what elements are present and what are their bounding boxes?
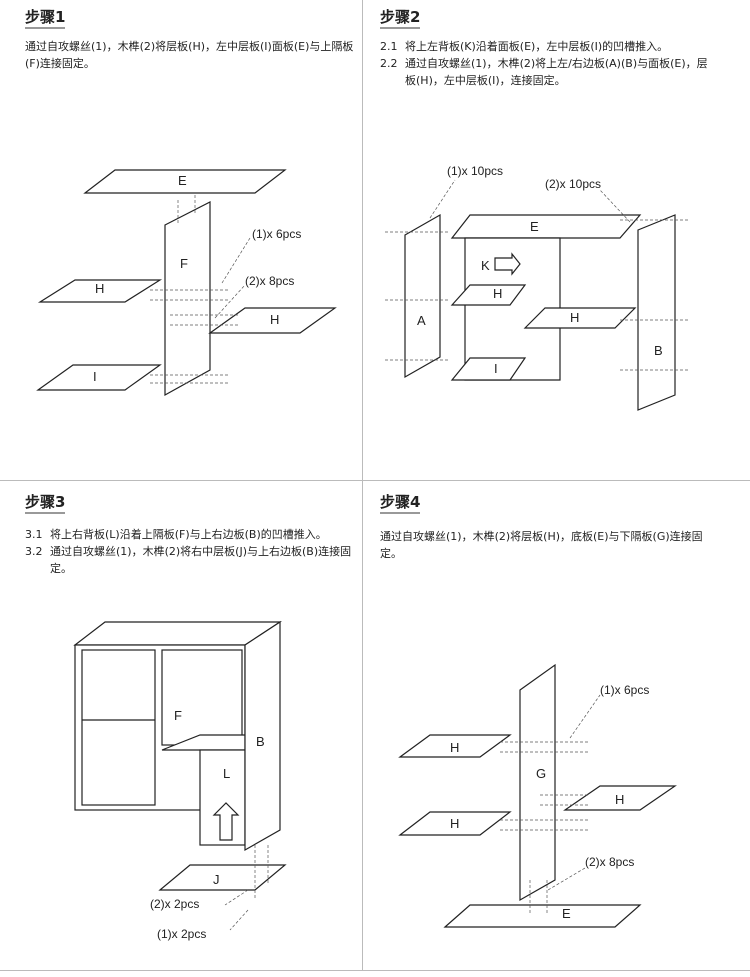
label-h: H [570, 310, 579, 325]
dowel-count: (2)x 2pcs [150, 897, 199, 911]
panel-f [164, 201, 211, 397]
label-b: B [256, 734, 265, 749]
label-f: F [180, 256, 188, 271]
label-h: H [493, 286, 502, 301]
step1-diagram: E F H H I (1)x 6pcs (2)x 8pcs [36, 169, 337, 397]
screw-count: (1)x 6pcs [600, 683, 649, 697]
step4-text: 通过自攻螺丝(1)，木榫(2)将层板(H)，底板(E)与下隔板(G)连接固定。 [380, 530, 703, 560]
label-h: H [95, 281, 104, 296]
label-g: G [536, 766, 546, 781]
dowel-count: (2)x 10pcs [545, 177, 601, 191]
arrow-icon [494, 252, 521, 276]
panel-h [450, 284, 527, 306]
label-i: I [494, 361, 498, 376]
label-h: H [450, 816, 459, 831]
panel-j [158, 864, 287, 891]
label-h: H [450, 740, 459, 755]
step3-diagram: F B L J (2)x 2pcs (1)x 2pcs [73, 620, 287, 941]
panel-a [404, 213, 441, 379]
label-h: H [615, 792, 624, 807]
dowel-count: (2)x 8pcs [585, 855, 634, 869]
panel-h [398, 734, 512, 758]
screw-count: (1)x 2pcs [157, 927, 206, 941]
label-e: E [530, 219, 539, 234]
label-j: J [213, 872, 220, 887]
panel-h [523, 307, 637, 329]
panel-i [36, 364, 162, 391]
step3-title: 步骤3 [25, 493, 66, 514]
step1-title: 步骤1 [25, 8, 66, 29]
step4-diagram: G H H H E (1)x 6pcs (2)x 8pcs [398, 663, 677, 928]
panel-k [464, 237, 561, 381]
label-i: I [93, 369, 97, 384]
panel-e [443, 904, 642, 928]
screw-count: (1)x 10pcs [447, 164, 503, 178]
left-compartment [81, 649, 156, 806]
label-e: E [178, 173, 187, 188]
panel-i [450, 357, 527, 381]
step2-diagram: E K H A H I B (1)x 10pcs (2)x 10pcs [385, 164, 690, 411]
vertical-divider [362, 0, 363, 970]
step4-title: 步骤4 [380, 493, 421, 514]
panel-f [161, 649, 243, 746]
label-b: B [654, 343, 663, 358]
panel-h [563, 785, 677, 811]
label-f: F [174, 708, 182, 723]
panel-g [519, 663, 556, 902]
panel-e [450, 214, 642, 239]
dowel-count: (2)x 8pcs [245, 274, 294, 288]
panel-h [208, 307, 337, 334]
horizontal-divider [0, 480, 750, 481]
panel-b [637, 214, 676, 411]
arrow-up-icon [212, 802, 240, 841]
panel-e [83, 169, 287, 194]
label-a: A [417, 313, 426, 328]
label-l: L [223, 766, 230, 781]
label-e: E [562, 906, 571, 921]
label-h: H [270, 312, 279, 327]
step2-title: 步骤2 [380, 8, 421, 29]
bottom-divider [0, 970, 750, 971]
screw-count: (1)x 6pcs [252, 227, 301, 241]
step1-text: 通过自攻螺丝(1)，木榫(2)将层板(H)，左中层板(I)面板(E)与上隔板(F… [25, 40, 354, 70]
label-k: K [481, 258, 490, 273]
panel-h [398, 811, 512, 836]
panel-h [37, 279, 163, 303]
panel-b [244, 620, 281, 852]
